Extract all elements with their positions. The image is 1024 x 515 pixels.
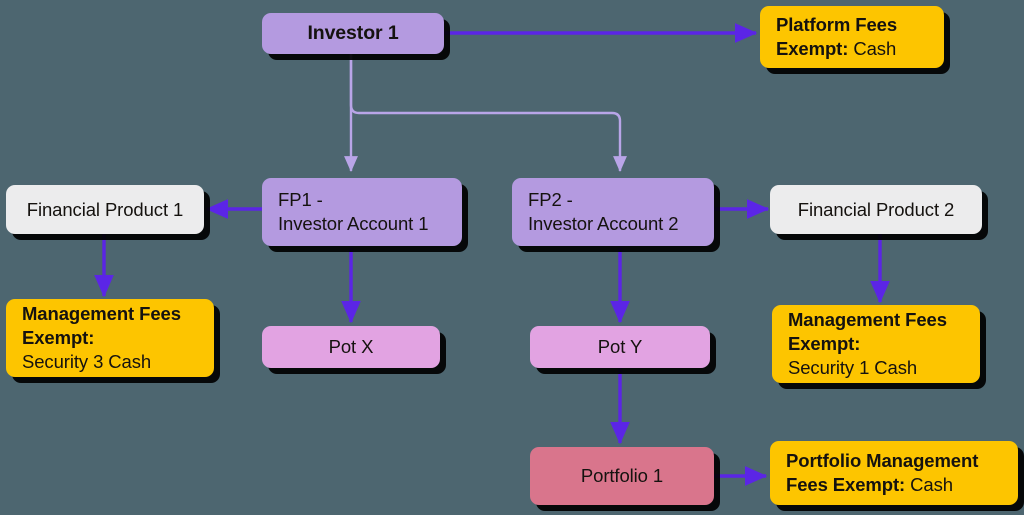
node-pot-x-label: Pot X: [328, 336, 374, 358]
node-management-fees-left[interactable]: Management Fees Exempt: Security 3 Cash: [6, 299, 214, 377]
node-financial-product-2[interactable]: Financial Product 2: [770, 185, 982, 234]
node-investor-1[interactable]: Investor 1: [262, 13, 444, 54]
node-financial-product-1[interactable]: Financial Product 1: [6, 185, 204, 234]
node-platform-fees-label: Platform Fees Exempt: Cash: [776, 13, 944, 60]
node-investor-1-label: Investor 1: [307, 22, 399, 45]
node-fp1-line-2: Investor Account 1: [278, 213, 429, 234]
node-portfolio-management-fees-title-1: Portfolio Management: [786, 450, 979, 472]
node-fp2-line-1: FP2 -: [528, 189, 573, 211]
node-pot-y[interactable]: Pot Y: [530, 326, 710, 368]
node-fp1-line-1: FP1 -: [278, 189, 323, 211]
node-platform-fees[interactable]: Platform Fees Exempt: Cash: [760, 6, 944, 68]
node-fp2-investor-account-2[interactable]: FP2 - Investor Account 2: [512, 178, 714, 246]
node-management-fees-left-title-1: Management Fees: [22, 303, 181, 325]
node-portfolio-management-fees-value: Cash: [910, 474, 953, 495]
node-platform-fees-title: Platform Fees Exempt:: [776, 14, 898, 59]
node-fp1-investor-account-1-label: FP1 - Investor Account 1: [278, 188, 462, 235]
node-pot-y-label: Pot Y: [597, 336, 643, 358]
node-management-fees-right-label: Management Fees Exempt: Security 1 Cash: [788, 308, 980, 379]
node-management-fees-right-value: Security 1 Cash: [788, 356, 918, 378]
node-portfolio-management-fees-label: Portfolio Management Fees Exempt: Cash: [786, 449, 1018, 496]
node-management-fees-right-title-2: Exempt:: [788, 333, 861, 355]
node-management-fees-left-title-2: Exempt:: [22, 327, 95, 349]
node-management-fees-left-value: Security 3 Cash: [22, 350, 152, 372]
node-portfolio-management-fees-title-2: Fees Exempt:: [786, 474, 906, 495]
node-management-fees-right[interactable]: Management Fees Exempt: Security 1 Cash: [772, 305, 980, 383]
node-management-fees-right-title-1: Management Fees: [788, 309, 947, 331]
edge-investor1-to-fp2-account: [349, 52, 627, 172]
node-platform-fees-value: Cash: [853, 38, 897, 59]
node-management-fees-left-label: Management Fees Exempt: Security 3 Cash: [22, 302, 214, 373]
node-fp1-investor-account-1[interactable]: FP1 - Investor Account 1: [262, 178, 462, 246]
node-portfolio-management-fees[interactable]: Portfolio Management Fees Exempt: Cash: [770, 441, 1018, 505]
node-fp2-line-2: Investor Account 2: [528, 213, 679, 234]
node-financial-product-1-label: Financial Product 1: [26, 198, 184, 220]
node-fp2-investor-account-2-label: FP2 - Investor Account 2: [528, 188, 714, 235]
node-portfolio-1[interactable]: Portfolio 1: [530, 447, 714, 505]
node-pot-x[interactable]: Pot X: [262, 326, 440, 368]
node-financial-product-2-label: Financial Product 2: [797, 198, 955, 220]
node-portfolio-1-label: Portfolio 1: [580, 465, 664, 487]
